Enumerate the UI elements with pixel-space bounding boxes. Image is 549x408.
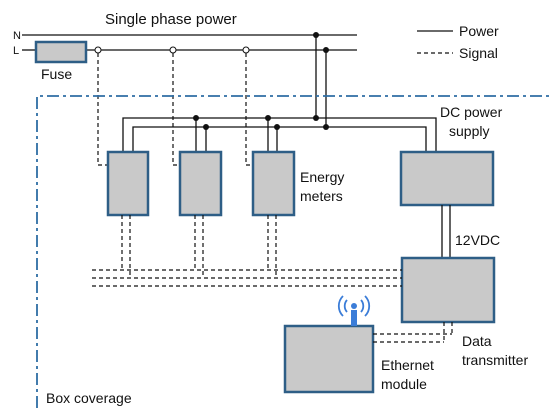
wireless-antenna-icon: [337, 295, 371, 326]
dc-power-supply-box: [399, 150, 495, 207]
legend: Power Signal: [417, 23, 499, 61]
energy-meters-label-line2: meters: [300, 188, 343, 204]
dc-power-label-line2: supply: [449, 123, 489, 139]
ethernet-label-line2: module: [381, 376, 427, 392]
power-buses: [122, 117, 437, 152]
energy-meter-3: [251, 150, 296, 217]
fuse-box: [34, 40, 88, 64]
box-coverage-boundary: [36, 95, 549, 408]
ethernet-signal-lines: [373, 322, 453, 343]
junction-dots: [193, 32, 329, 130]
dc-link-lines: [441, 205, 451, 258]
diagram-title: Single phase power: [105, 11, 237, 28]
meter-signal-lines: [92, 215, 402, 287]
data-transmitter-box: [400, 256, 496, 324]
dc-power-label-line1: DC power: [440, 104, 503, 120]
energy-meter-2: [178, 150, 223, 217]
legend-power-label: Power: [459, 23, 499, 39]
supply-drops: [315, 35, 327, 127]
voltage-sense-lines: [97, 53, 253, 166]
data-transmitter-label-line2: transmitter: [462, 352, 528, 368]
ethernet-module-box: [283, 324, 375, 394]
data-transmitter-label-line1: Data: [462, 333, 492, 349]
neutral-label: N: [13, 30, 21, 42]
signal-taps: [94, 46, 250, 54]
power-lines: [22, 34, 357, 51]
energy-meter-1: [106, 150, 150, 217]
ethernet-label-line1: Ethernet: [381, 357, 434, 373]
fuse-label: Fuse: [41, 66, 72, 82]
legend-signal-label: Signal: [459, 45, 498, 61]
box-coverage-label: Box coverage: [46, 390, 132, 406]
energy-meters-label-line1: Energy: [300, 169, 344, 185]
live-label: L: [13, 45, 19, 57]
voltage-label: 12VDC: [455, 232, 500, 248]
